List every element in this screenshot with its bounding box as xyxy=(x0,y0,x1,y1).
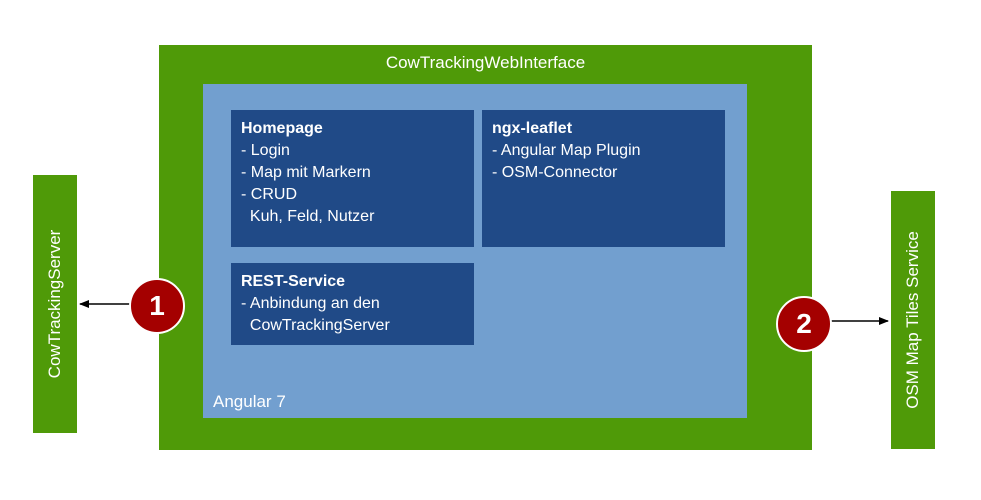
cow-tracking-server-label: CowTrackingServer xyxy=(45,229,64,379)
rest-service-component: REST-Service - Anbindung an den CowTrack… xyxy=(231,263,474,345)
marker-two: 2 xyxy=(776,296,832,352)
homepage-line: - CRUD xyxy=(241,186,297,203)
ngx-leaflet-line: - OSM-Connector xyxy=(492,164,618,181)
homepage-title: Homepage xyxy=(241,120,323,137)
osm-tiles-service-box: OSM Map Tiles Service xyxy=(891,191,935,449)
cow-tracking-server-box: CowTrackingServer xyxy=(33,175,77,433)
web-interface-title: CowTrackingWebInterface xyxy=(385,53,586,72)
homepage-line: Kuh, Feld, Nutzer xyxy=(241,208,375,225)
ngx-leaflet-line: - Angular Map Plugin xyxy=(492,142,641,159)
rest-service-line: CowTrackingServer xyxy=(241,317,390,334)
rest-service-line: - Anbindung an den xyxy=(241,295,380,312)
osm-tiles-service-label: OSM Map Tiles Service xyxy=(903,231,922,409)
angular-label: Angular 7 xyxy=(213,392,286,411)
homepage-component: Homepage - Login - Map mit Markern - CRU… xyxy=(231,110,474,247)
ngx-leaflet-component: ngx-leaflet - Angular Map Plugin - OSM-C… xyxy=(482,110,725,247)
homepage-line: - Map mit Markern xyxy=(241,164,371,181)
marker-one: 1 xyxy=(129,278,185,334)
homepage-line: - Login xyxy=(241,142,290,159)
ngx-leaflet-title: ngx-leaflet xyxy=(492,120,573,137)
rest-service-title: REST-Service xyxy=(241,273,346,290)
